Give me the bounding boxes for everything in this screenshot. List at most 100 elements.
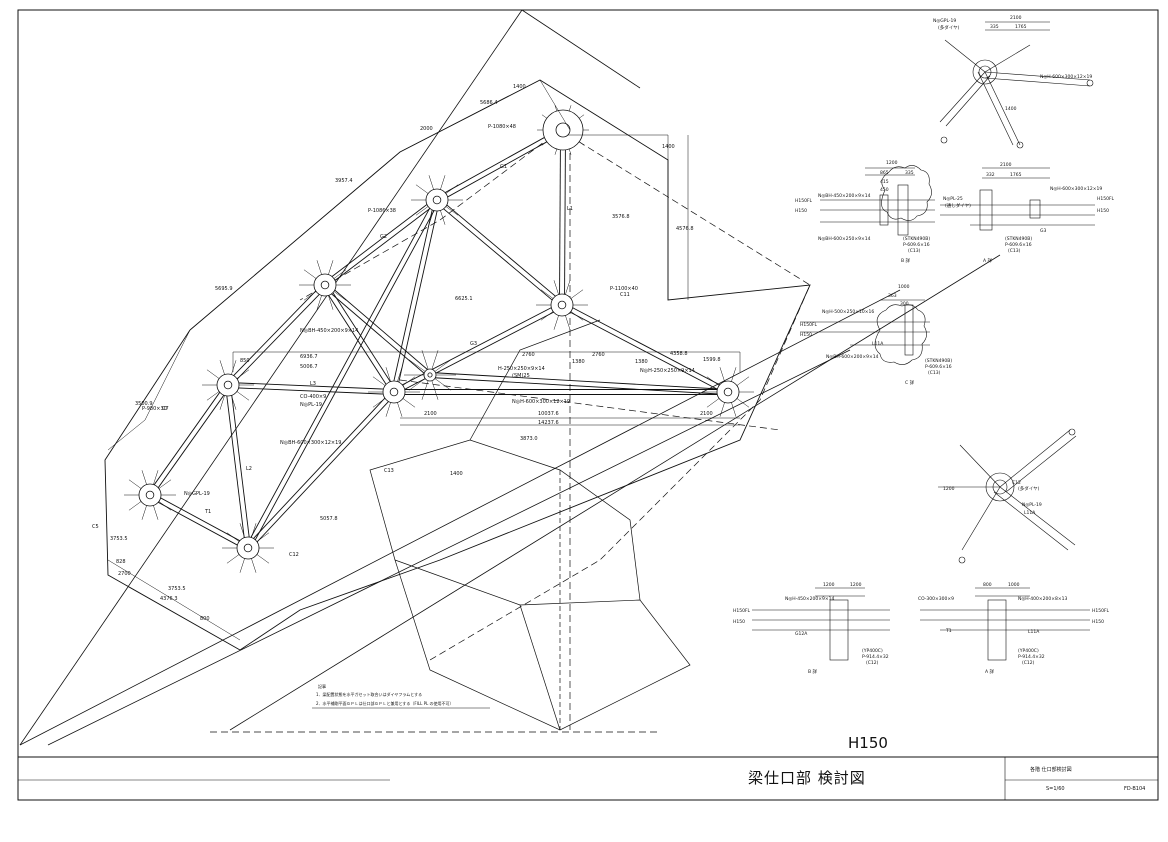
girder-edge	[147, 383, 227, 494]
girder-edge	[437, 131, 565, 203]
member-g2: G2	[380, 234, 387, 240]
grid-lines	[19, 9, 1001, 746]
svg-text:865: 865	[880, 170, 889, 176]
svg-text:H150: H150	[733, 619, 745, 625]
section-5: N◎H-600×300×12×19	[512, 399, 570, 405]
svg-text:T1: T1	[945, 628, 952, 634]
girder-edge	[150, 492, 250, 547]
detail-7-labels: CO-300×300×9 N◎H-400×200×8×13 T1 L11A (Y…	[918, 582, 1110, 675]
girder-edge	[430, 372, 729, 390]
svg-text:C12: C12	[1012, 480, 1021, 486]
girder-edge	[245, 198, 436, 548]
svg-text:1765: 1765	[1015, 24, 1027, 30]
member-g1: G1	[500, 164, 507, 170]
girder-edge	[230, 384, 251, 548]
svg-text:N◎H-600×300×12×19: N◎H-600×300×12×19	[1040, 74, 1092, 80]
svg-text:H150FL: H150FL	[1092, 608, 1110, 614]
svg-text:N◎PL-19: N◎PL-19	[1022, 502, 1042, 508]
member-c5: C5	[92, 524, 99, 530]
dim-center-3: 850	[240, 358, 250, 364]
svg-text:(STKN490B): (STKN490B)	[903, 236, 930, 242]
detail-3	[940, 167, 1095, 231]
girder-edge	[225, 385, 246, 549]
dim-center-7: 1380	[635, 359, 648, 365]
dim-left-4: 2700	[118, 571, 131, 577]
svg-text:(C12): (C12)	[1022, 660, 1035, 666]
svg-text:N◎PL-25: N◎PL-25	[943, 196, 963, 202]
slab-outline	[104, 79, 811, 651]
girder-edge	[323, 197, 436, 284]
svg-text:335: 335	[990, 24, 999, 30]
member-g3: G3	[470, 341, 477, 347]
dim-right-2: 4576.8	[676, 226, 694, 232]
dim-lower-left-4: 828	[116, 559, 126, 565]
dim-top-4: 2000	[420, 126, 433, 132]
section-2: P-1086×38	[368, 208, 396, 214]
dim-lower-left-2: 3753.5	[168, 586, 186, 592]
svg-text:N◎BH-600×200×9×14: N◎BH-600×200×9×14	[826, 354, 879, 360]
radial-lines	[124, 105, 754, 573]
girder-edge	[148, 496, 248, 551]
drawing-title: 梁仕口部 検討図	[748, 769, 866, 787]
svg-text:H150: H150	[795, 208, 807, 214]
detail-4	[800, 299, 930, 365]
member-c11: C11	[620, 292, 630, 298]
girder-edge	[564, 130, 566, 306]
girder-edge	[392, 302, 562, 391]
detail-2-labels: N◎BH-450×200×9×14 N◎BH-600×250×9×14 (STK…	[795, 160, 930, 264]
svg-text:(C12): (C12)	[866, 660, 879, 666]
svg-text:332: 332	[986, 172, 995, 178]
svg-text:(STKN490B): (STKN490B)	[925, 358, 952, 364]
girder-edge	[438, 197, 564, 304]
svg-text:P-609.6×16: P-609.6×16	[925, 364, 952, 370]
svg-text:G12A: G12A	[795, 631, 808, 637]
girder-edge	[435, 127, 563, 199]
detail-5-labels: (多ダイヤ) N◎PL-19 L11A C12 1200	[943, 480, 1042, 516]
girder-frame	[104, 79, 811, 651]
dim-lower-left-3: 800	[200, 616, 210, 622]
dim-center-1: 6936.7	[300, 354, 318, 360]
column-node-core	[555, 122, 571, 138]
girder-edge	[229, 286, 328, 388]
girder-edge	[225, 282, 324, 384]
svg-text:L11A: L11A	[1024, 510, 1036, 516]
notes-heading: 記事	[318, 684, 326, 689]
dim-right-4: 6625.1	[455, 296, 473, 302]
svg-text:1200: 1200	[823, 582, 835, 588]
dim-top-3: 3957.4	[335, 178, 353, 184]
svg-text:1000: 1000	[1008, 582, 1020, 588]
svg-text:A 詳: A 詳	[983, 257, 993, 264]
svg-text:(多ダイヤ): (多ダイヤ)	[938, 24, 960, 31]
svg-text:H150FL: H150FL	[795, 198, 813, 204]
dashed-outlines	[210, 120, 811, 733]
svg-text:C 詳: C 詳	[905, 379, 915, 386]
svg-text:H150: H150	[1097, 208, 1109, 214]
svg-text:(C13): (C13)	[908, 248, 921, 254]
girder-edge	[391, 199, 435, 392]
svg-text:H150: H150	[1092, 619, 1104, 625]
floor-level-label: H150	[848, 734, 888, 752]
girder-edge	[562, 302, 730, 391]
svg-text:H150FL: H150FL	[1097, 196, 1115, 202]
svg-text:L11A: L11A	[872, 341, 884, 347]
svg-text:363: 363	[888, 293, 897, 299]
member-c13: C13	[384, 468, 394, 474]
girder-edge	[326, 201, 439, 288]
svg-text:(STKN490B): (STKN490B)	[1005, 236, 1032, 242]
girder-edge	[227, 387, 394, 395]
girder-edge	[245, 389, 393, 547]
dim-left-3: 3753.5	[110, 536, 128, 542]
svg-text:(YP400C): (YP400C)	[1018, 648, 1039, 654]
svg-text:H150FL: H150FL	[800, 322, 818, 328]
girder-edge	[429, 377, 728, 395]
detail-1-labels: N◎GPL-19 (多ダイヤ) N◎H-600×300×12×19 2100 1…	[933, 15, 1092, 112]
girder-edge	[396, 200, 440, 393]
girder-edge	[394, 306, 564, 395]
member-c7: C7	[162, 406, 169, 412]
dim-top-1: 5686.4	[480, 100, 498, 106]
svg-text:1200: 1200	[850, 582, 862, 588]
girder-edge	[228, 382, 395, 390]
svg-text:(通しダイヤ): (通しダイヤ)	[945, 202, 971, 209]
detail-3-labels: N◎PL-25 (通しダイヤ) N◎H-600×300×12×19 G3 (ST…	[943, 162, 1115, 264]
